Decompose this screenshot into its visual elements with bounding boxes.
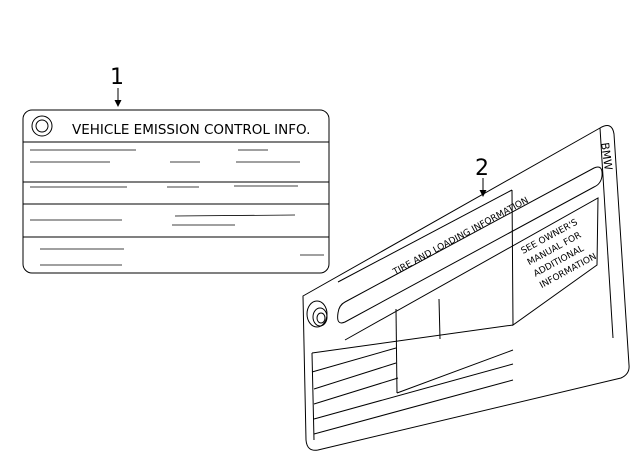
circle-icon xyxy=(31,115,53,137)
tire-loading-label: TIRE AND LOADING INFORMATION SEE OWNER'S… xyxy=(302,125,630,451)
callout-arrow-2 xyxy=(479,178,487,197)
emission-label-title: VEHICLE EMISSION CONTROL INFO. xyxy=(72,122,310,138)
grommet-icon xyxy=(306,300,328,328)
callout-number-2: 2 xyxy=(475,156,489,181)
owners-manual-note: SEE OWNER'S MANUAL FOR ADDITIONAL INFORM… xyxy=(520,218,599,291)
callout-number-1: 1 xyxy=(110,65,124,90)
emission-label-text-lines xyxy=(30,149,324,266)
tire-label-title: TIRE AND LOADING INFORMATION xyxy=(391,196,531,278)
tire-table-grid xyxy=(311,298,514,441)
callout-arrow-1 xyxy=(114,88,122,107)
brand-text: BMW xyxy=(598,142,615,172)
emission-control-label: VEHICLE EMISSION CONTROL INFO. xyxy=(22,109,330,274)
